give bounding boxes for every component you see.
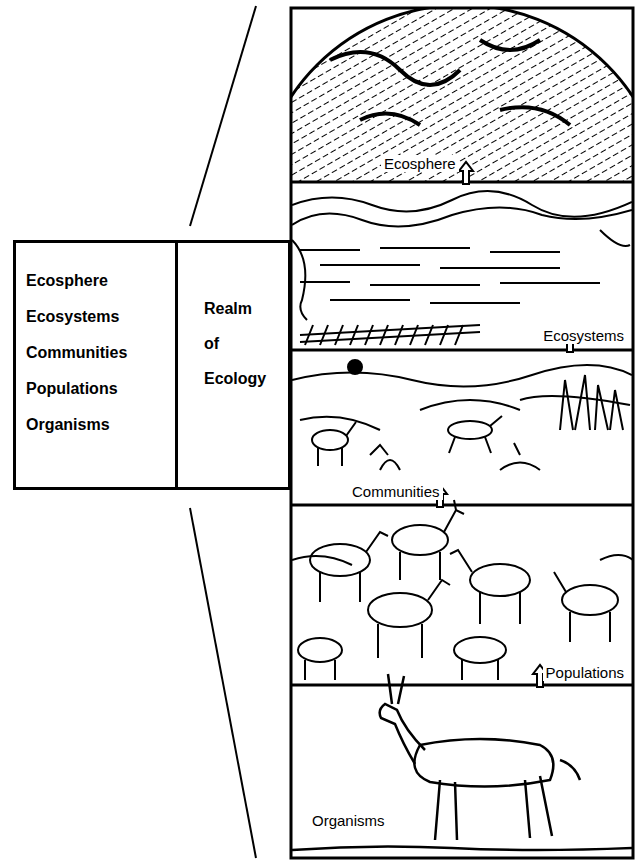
- level-label: Populations: [543, 664, 627, 681]
- level-text: Populations: [26, 371, 175, 407]
- leader-line: [190, 6, 256, 226]
- level-text: Realm of Ecology: [204, 291, 270, 396]
- level-text: Communities: [26, 335, 175, 371]
- level-band: Organisms: [291, 685, 633, 858]
- level-band: Ecosystems: [291, 182, 633, 350]
- globe-drawing: [292, 9, 632, 181]
- level-text: Organisms: [26, 407, 175, 443]
- level-band: Ecosphere: [291, 8, 633, 182]
- up-arrow: [459, 162, 473, 184]
- list-box: EcosphereEcosystemsCommunitiesPopulation…: [13, 240, 178, 490]
- level-band: Communities: [291, 350, 633, 505]
- level-label: Organisms: [309, 812, 388, 829]
- realm-box: Realm of Ecology: [178, 240, 291, 490]
- herd-drawing: [292, 500, 632, 680]
- level-text: Ecosystems: [26, 299, 175, 335]
- community-drawing: [292, 360, 632, 470]
- level-label: Ecosystems: [540, 327, 627, 344]
- level-label: Communities: [349, 483, 443, 500]
- level-band: Populations: [291, 505, 633, 685]
- landscape-drawing: [292, 191, 632, 345]
- level-label: Ecosphere: [381, 155, 459, 172]
- level-text: Ecosphere: [26, 263, 175, 299]
- antelope-drawing: [292, 674, 632, 850]
- band-border: [292, 182, 632, 685]
- leader-line: [190, 508, 256, 858]
